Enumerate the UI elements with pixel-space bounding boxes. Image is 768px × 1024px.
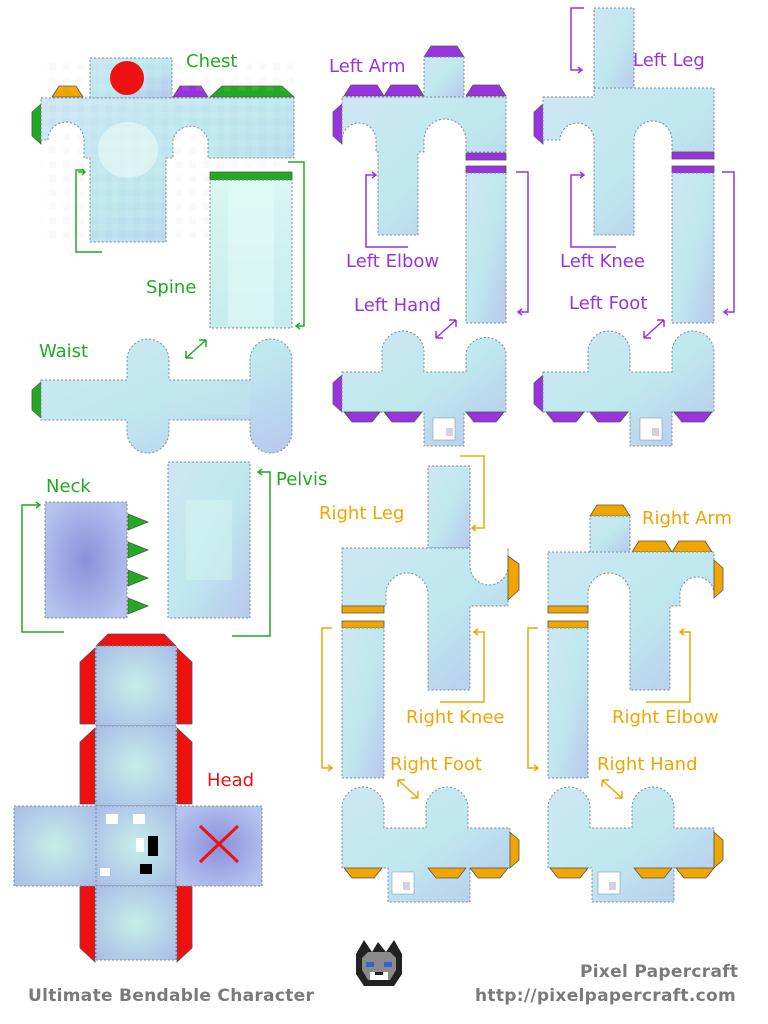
- label-spine: Spine: [146, 277, 197, 298]
- cross-icon: [198, 824, 240, 864]
- label-left-leg: Left Leg: [633, 50, 705, 71]
- right-foot-piece: [341, 779, 520, 903]
- label-right-foot: Right Foot: [390, 754, 482, 775]
- right-hand-piece: [547, 779, 724, 903]
- spine-piece: [209, 161, 305, 330]
- label-head: Head: [207, 770, 255, 791]
- label-left-hand: Left Hand: [354, 295, 441, 316]
- label-right-arm: Right Arm: [642, 508, 733, 529]
- neck-piece: [21, 501, 150, 633]
- right-arm-piece: [527, 504, 724, 779]
- left-hand-piece: [332, 319, 507, 447]
- label-left-foot: Left Foot: [569, 293, 648, 314]
- label-chest: Chest: [186, 51, 238, 72]
- left-arm-piece: [332, 45, 529, 324]
- label-right-elbow: Right Elbow: [612, 707, 719, 728]
- head-piece: [13, 633, 263, 963]
- label-left-elbow: Left Elbow: [346, 251, 440, 272]
- label-right-knee: Right Knee: [406, 707, 505, 728]
- label-right-leg: Right Leg: [319, 503, 405, 524]
- label-left-knee: Left Knee: [560, 251, 645, 272]
- wolf-head-icon: [356, 940, 402, 986]
- right-leg-piece: [321, 455, 520, 779]
- red-dot-icon: [110, 61, 144, 95]
- label-neck: Neck: [46, 476, 91, 497]
- footer-brand: Pixel Papercraft: [580, 962, 739, 982]
- label-pelvis: Pelvis: [276, 469, 328, 490]
- left-leg-piece: [533, 7, 735, 324]
- label-left-arm: Left Arm: [329, 56, 406, 77]
- label-right-hand: Right Hand: [597, 754, 698, 775]
- footer-title: Ultimate Bendable Character: [28, 986, 315, 1006]
- left-foot-piece: [533, 319, 715, 447]
- waist-piece: [31, 338, 293, 454]
- footer-url[interactable]: http://pixelpapercraft.com: [475, 986, 736, 1006]
- pelvis-piece: [167, 461, 271, 637]
- label-waist: Waist: [39, 341, 89, 362]
